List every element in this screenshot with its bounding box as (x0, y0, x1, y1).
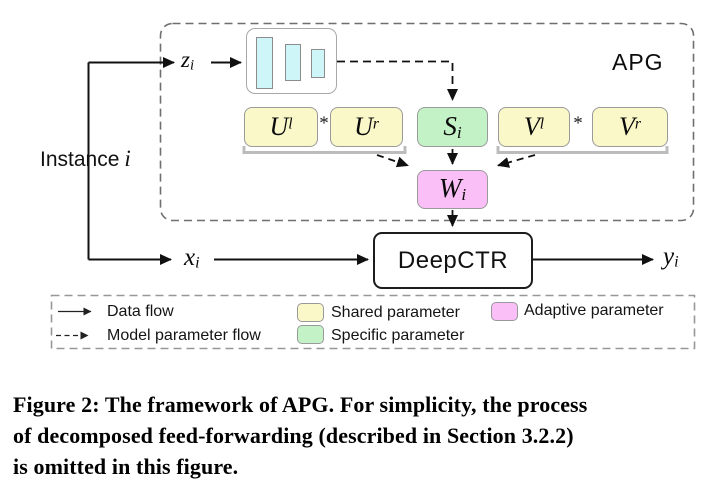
yi-sub: i (674, 253, 679, 271)
specific-parameter-box-si: Si (417, 107, 488, 147)
vl-label: Vl (524, 114, 544, 140)
wi-sub: i (461, 185, 467, 205)
xi-base: x (184, 244, 196, 271)
embedding-bar (285, 44, 301, 81)
caption-line: Figure 2: The framework of APG. For simp… (13, 392, 588, 417)
ur-base: U (354, 112, 373, 141)
caption-line: of decomposed feed-forwarding (described… (13, 423, 574, 448)
zi-label: zi (181, 47, 194, 75)
embedding-to-si-dashed-arrow (337, 60, 458, 101)
yi-label: yi (663, 244, 679, 271)
u-multiply-star: * (319, 113, 329, 134)
deepctr-label: DeepCTR (397, 246, 509, 274)
adaptive-parameter-box-wi: Wi (417, 170, 488, 209)
embedding-box (246, 28, 337, 94)
instance-text: Instance (40, 148, 120, 171)
apg-dashed-box (159, 22, 695, 222)
v-group-to-wi-dashed-arrow (497, 154, 536, 168)
xi-label: xi (184, 245, 200, 272)
si-sub: i (456, 122, 462, 142)
apg-box-title: APG (612, 49, 664, 75)
shared-parameter-box-vr: Vr (592, 107, 668, 147)
vl-sup: l (539, 115, 545, 133)
shared-parameter-box-ul: Ul (244, 107, 318, 147)
legend-specific-label: Specific parameter (331, 327, 465, 344)
zi-base: z (181, 47, 190, 72)
instance-i-var: i (124, 146, 131, 171)
legend-data-flow-label: Data flow (107, 303, 174, 320)
ul-sup: l (288, 115, 293, 133)
ur-label: Ur (354, 114, 379, 140)
wi-base: W (438, 173, 462, 204)
legend-specific-swatch (297, 325, 324, 344)
ul-label: Ul (269, 114, 292, 140)
vr-base: V (619, 112, 635, 141)
legend-shared-swatch (297, 303, 324, 322)
figure-caption: Figure 2: The framework of APG. For simp… (13, 389, 716, 482)
ur-sup: r (372, 115, 379, 133)
vr-sup: r (634, 115, 641, 133)
u-group-to-wi-dashed-arrow (376, 154, 409, 168)
yi-base: y (663, 243, 675, 270)
vr-label: Vr (619, 114, 641, 140)
wi-label: Wi (439, 175, 466, 203)
legend-shared-label: Shared parameter (331, 304, 460, 321)
zi-sub: i (189, 57, 195, 74)
u-group-bracket (242, 146, 407, 154)
v-group-bracket (496, 146, 669, 154)
embedding-bar (256, 37, 273, 89)
si-base: S (443, 110, 457, 141)
deepctr-box: DeepCTR (373, 232, 533, 289)
ul-base: U (269, 112, 289, 141)
xi-sub: i (195, 254, 200, 272)
embedding-bar (311, 49, 325, 78)
shared-parameter-box-vl: Vl (498, 107, 570, 147)
caption-line: is omitted in this figure. (13, 454, 239, 479)
v-multiply-star: * (573, 113, 583, 134)
si-label: Si (443, 110, 462, 142)
legend-model-parameter-flow-label: Model parameter flow (107, 327, 261, 344)
vl-base: V (523, 112, 540, 141)
legend-adaptive-swatch (491, 302, 518, 321)
shared-parameter-box-ur: Ur (330, 107, 403, 147)
legend-dashed-box (50, 294, 696, 350)
legend-adaptive-label: Adaptive parameter (524, 302, 664, 319)
